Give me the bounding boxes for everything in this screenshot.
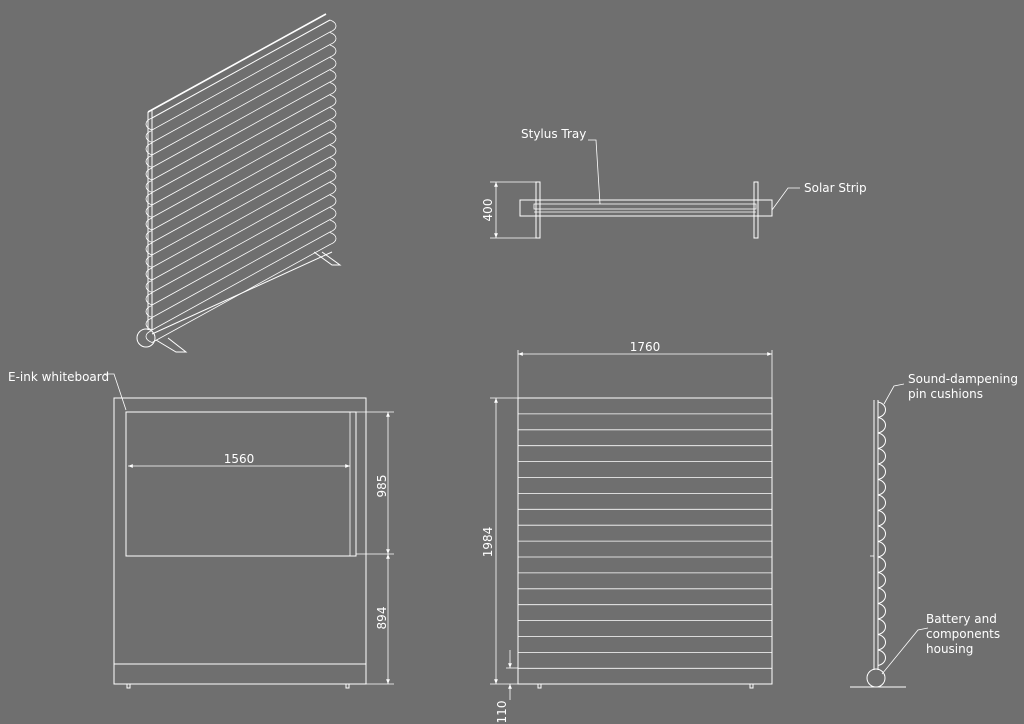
front-foot-right — [749, 683, 754, 689]
stylus-tray-slot — [533, 203, 757, 210]
stylus-tray-leader — [588, 139, 601, 205]
iso-foot-front — [155, 337, 188, 353]
iso-foot-back — [313, 251, 342, 266]
iso-bottom-edge — [151, 251, 333, 335]
battery-leader — [881, 627, 929, 675]
iso-band — [145, 32, 337, 143]
top-panel-body — [519, 199, 773, 217]
top-depth-dimension: 400 — [481, 199, 495, 222]
iso-band — [145, 157, 337, 268]
iso-battery-housing — [136, 328, 156, 348]
iso-panel-bands — [145, 19, 337, 343]
whiteboard-height-dimension: 985 — [375, 475, 389, 498]
battery-label-line1: Battery and — [926, 612, 997, 626]
front-view: 1760 1984 110 — [481, 340, 773, 724]
whiteboard-foot-left — [126, 683, 131, 689]
top-foot-right — [753, 181, 759, 239]
iso-band — [145, 119, 337, 231]
whiteboard-view: 1560 985 894 E-ink whiteboard — [8, 370, 394, 689]
iso-band — [145, 219, 337, 331]
iso-band — [145, 44, 337, 156]
whiteboard-foot-right — [345, 683, 350, 689]
foot-height-dimension: 110 — [495, 701, 509, 724]
top-foot-left — [535, 181, 541, 239]
iso-band — [145, 169, 337, 281]
iso-top-rail — [147, 13, 327, 113]
iso-band — [145, 207, 337, 318]
iso-band — [145, 19, 337, 131]
side-pin-cushions — [877, 401, 886, 666]
iso-band — [145, 232, 337, 343]
iso-band — [145, 194, 337, 306]
isometric-view — [136, 13, 342, 353]
front-foot-left — [537, 683, 542, 689]
whiteboard-outer — [125, 411, 357, 557]
whiteboard-width-dimension: 1560 — [224, 452, 255, 466]
sound-dampening-leader — [883, 383, 905, 405]
overall-width-dimension: 1760 — [630, 340, 661, 354]
sound-dampening-label-line1: Sound-dampening — [908, 372, 1018, 386]
lower-height-dimension: 894 — [375, 607, 389, 630]
iso-band — [145, 107, 337, 218]
side-battery-housing — [866, 668, 886, 688]
iso-band — [145, 144, 337, 256]
front-panel-bands — [518, 413, 772, 669]
solar-strip-leader — [771, 187, 800, 211]
overall-height-dimension: 1984 — [481, 527, 495, 558]
iso-band — [145, 94, 337, 206]
stylus-tray-label: Stylus Tray — [521, 127, 586, 141]
iso-top-rail-inner — [151, 19, 331, 119]
panel-outline — [113, 397, 367, 685]
iso-band — [145, 132, 337, 243]
side-view: Sound-dampening pin cushions Battery and… — [850, 372, 1018, 688]
solar-strip-label: Solar Strip — [804, 181, 867, 195]
iso-band — [145, 69, 337, 181]
eink-whiteboard-label: E-ink whiteboard — [8, 370, 109, 384]
eink-leader — [104, 373, 127, 411]
sound-dampening-label-line2: pin cushions — [908, 387, 983, 401]
top-view: 400 Stylus Tray Solar Strip — [481, 127, 867, 239]
iso-band — [145, 57, 337, 168]
iso-band — [145, 82, 337, 193]
battery-label-line3: housing — [926, 642, 973, 656]
iso-band — [145, 182, 337, 293]
battery-label-line2: components — [926, 627, 1000, 641]
